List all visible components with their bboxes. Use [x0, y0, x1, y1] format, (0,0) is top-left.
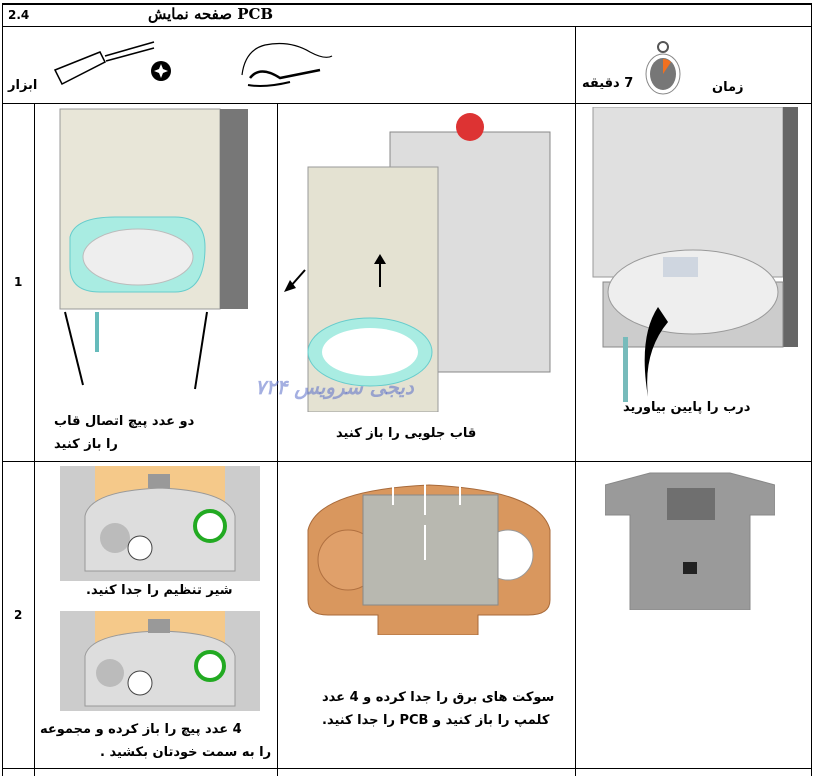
front-panel-removal-image	[284, 113, 551, 412]
page-title: PCB صفحه نمایش	[148, 5, 274, 23]
watermark: دیجی سرویس ۷۲۴	[255, 375, 414, 399]
step1-caption-b: قاب جلویی را باز کنید	[336, 426, 477, 441]
step2-caption-b-line1: 4 عدد پیچ را باز کرده و مجموعه	[40, 722, 242, 737]
boiler-front-image	[59, 108, 248, 390]
step1-caption-a-line1: دو عدد پیچ اتصال قاب	[54, 414, 195, 429]
table-border-top	[2, 3, 812, 5]
step-number: 2	[14, 608, 23, 622]
control-panel-screws-image	[60, 611, 260, 711]
table-border-right	[811, 3, 812, 776]
table-border-left	[2, 3, 3, 776]
step-number: 1	[14, 275, 23, 289]
table-border-row2	[2, 103, 812, 104]
table-border-row1	[2, 26, 812, 27]
hand-icon	[241, 42, 333, 87]
time-label: زمان	[712, 80, 744, 95]
pcb-housing-image	[307, 475, 551, 635]
step2-caption-c-line2: کلمپ را باز کنید و PCB را جدا کنید.	[322, 713, 550, 728]
control-panel-valve-image	[60, 466, 260, 581]
stopwatch-icon	[645, 41, 681, 95]
lower-door-image	[592, 107, 798, 402]
step2-caption-c-line1: سوکت های برق را جدا کرده و 4 عدد	[322, 690, 555, 705]
time-value: 7 دقیقه	[582, 76, 634, 91]
step1-caption-a-line2: را باز کنید	[54, 437, 118, 452]
pcb-board-image	[605, 472, 775, 610]
table-border-row3	[2, 461, 812, 462]
tools-label: ابزار	[8, 78, 38, 93]
section-number: 2.4	[8, 8, 30, 22]
table-border-bottom	[2, 768, 812, 769]
col-divider-b	[575, 27, 576, 776]
screwdriver-icon	[53, 41, 155, 86]
step1-caption-c: درب را پایین بیاورید	[623, 400, 751, 415]
col-divider-a	[277, 103, 278, 776]
step2-caption-b-line2: را به سمت خودتان بکشید .	[100, 745, 272, 760]
col-divider-num	[34, 103, 35, 776]
step2-caption-a: شیر تنظیم را جدا کنید.	[86, 583, 233, 598]
torx-bit-icon	[151, 61, 171, 81]
